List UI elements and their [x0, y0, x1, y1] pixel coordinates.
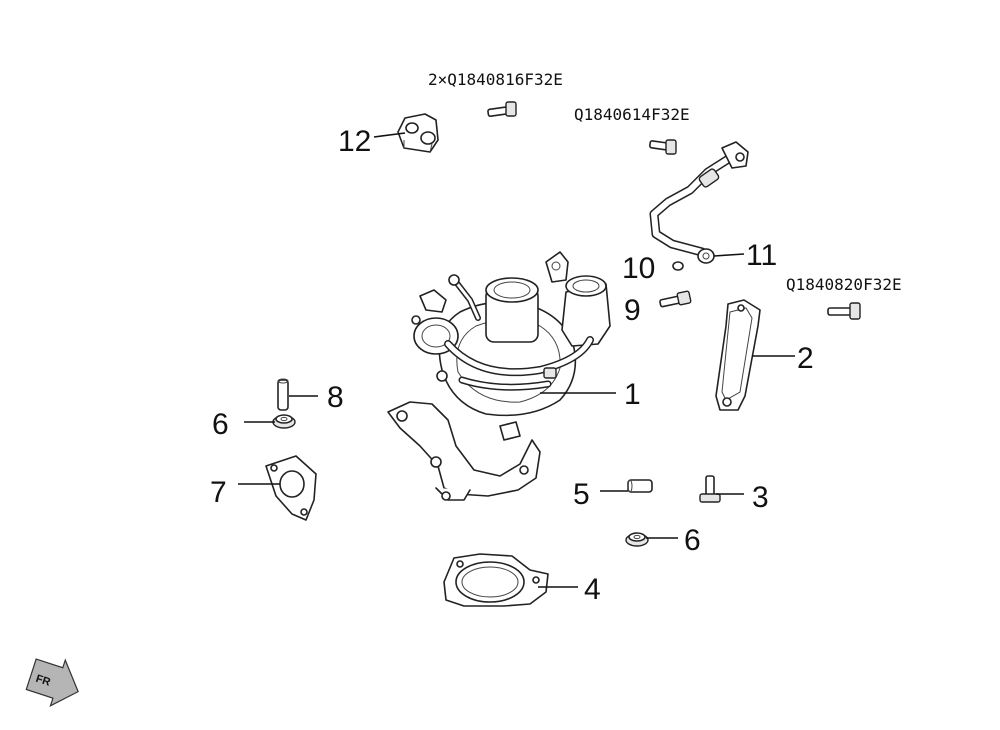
banjo-bolt-part-9: [659, 290, 692, 308]
nut-part-6-left: [272, 414, 296, 429]
nut-part-6-right: [625, 532, 649, 547]
stud-bolt-part-3: [699, 475, 721, 503]
callout-6-right: 6: [684, 524, 701, 557]
gasket-part-7: [265, 455, 317, 521]
pin-part-8: [277, 378, 289, 411]
callout-1: 1: [624, 378, 641, 411]
part-number-side-bolt: Q1840820F32E: [786, 275, 902, 294]
direction-label: FR: [34, 673, 52, 689]
part-number-pipe-bolt: Q1840614F32E: [574, 105, 690, 124]
callout-3: 3: [752, 481, 769, 514]
o-ring-part-10: [672, 261, 684, 271]
pipe-bolt: [648, 139, 677, 155]
turbocharger-part-1: [387, 251, 611, 501]
callout-11: 11: [746, 239, 777, 272]
callout-5: 5: [573, 478, 590, 511]
bracket-part-12: [397, 113, 439, 153]
part-number-top-bolts: 2×Q1840816F32E: [428, 70, 563, 89]
top-bolt: [487, 101, 517, 118]
callout-7: 7: [210, 476, 227, 509]
callout-10: 10: [622, 252, 655, 285]
heat-shield-part-2: [715, 299, 761, 411]
arrow-right-icon: [25, 658, 79, 707]
callout-4: 4: [584, 573, 601, 606]
side-bolt: [827, 302, 861, 320]
callout-12: 12: [338, 125, 371, 158]
callout-6-left: 6: [212, 408, 229, 441]
direction-indicator: FR: [25, 658, 79, 707]
callout-9: 9: [624, 294, 641, 327]
gasket-part-4: [443, 553, 549, 607]
callout-2: 2: [797, 342, 814, 375]
callout-8: 8: [327, 381, 344, 414]
oil-pipe-part-11: [649, 141, 749, 264]
pin-part-5: [627, 479, 653, 493]
